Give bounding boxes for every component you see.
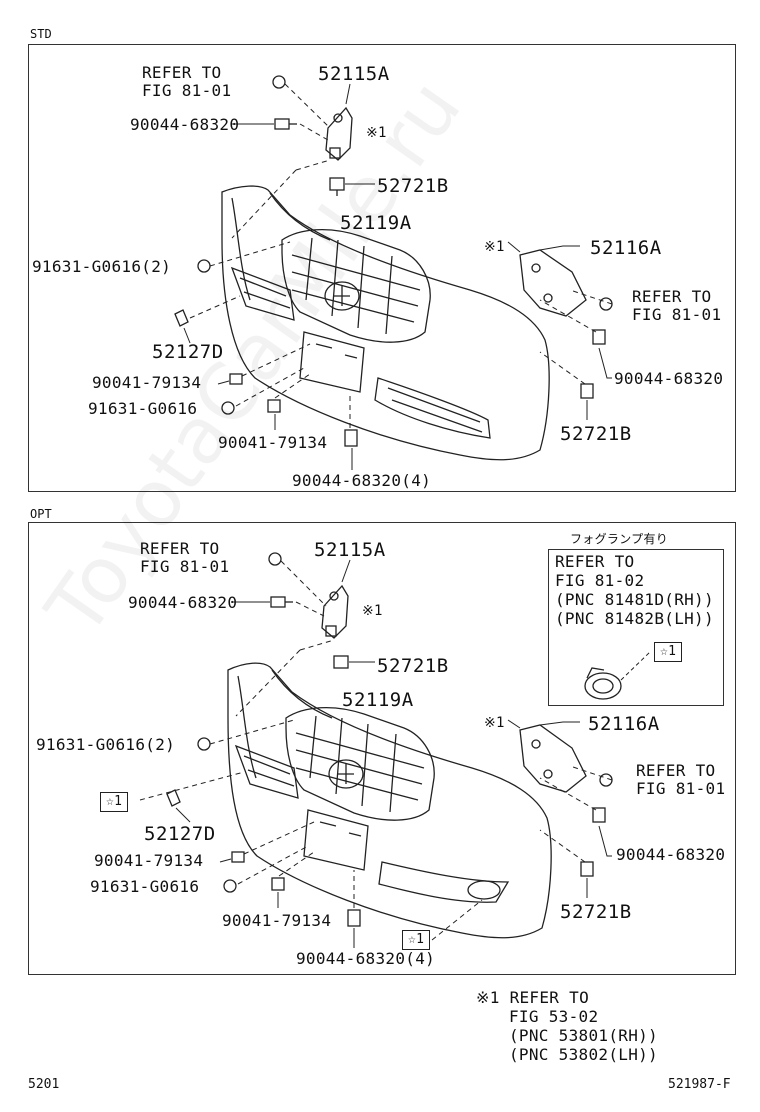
section-label-std: STD	[30, 27, 52, 41]
opt-clip-52127D	[166, 789, 181, 807]
fog-heading: フォグランプ有り	[570, 532, 669, 546]
std-clip-52721B-top	[329, 177, 345, 196]
opt-clip-52721B-top	[333, 655, 349, 669]
std-bolt-90044-4	[344, 429, 358, 447]
opt-clip-52721B-bottom	[580, 861, 594, 877]
footer-diagram-code: 521987-F	[668, 1077, 731, 1092]
opt-star-mark-bottom: ☆1	[402, 930, 431, 950]
fog-star-mark: ☆1	[654, 642, 683, 662]
opt-bolt-90044-4	[347, 909, 361, 927]
std-part-90044-68320-4: 90044-68320(4)	[292, 471, 432, 490]
std-clip-52127D	[174, 309, 189, 327]
opt-bracket-52115A	[321, 584, 349, 639]
std-nut-90041-b	[267, 399, 281, 413]
opt-bumper-drawing	[227, 662, 552, 939]
opt-part-52127D: 52127D	[144, 823, 216, 845]
std-part-90041-79134-a: 90041-79134	[92, 373, 202, 392]
opt-part-52721B-top: 52721B	[377, 655, 449, 677]
opt-part-90044-68320-4: 90044-68320(4)	[296, 949, 436, 968]
std-panel	[28, 44, 736, 492]
opt-nut-90041-b	[271, 877, 285, 891]
opt-part-52115A: 52115A	[314, 539, 386, 561]
opt-part-90044-68320-right: 90044-68320	[616, 845, 726, 864]
std-part-52116A: 52116A	[590, 237, 662, 259]
opt-part-90041-79134-a: 90041-79134	[94, 851, 204, 870]
std-part-90044-68320-top: 90044-68320	[130, 115, 240, 134]
std-clip-52721B-bottom	[580, 383, 594, 399]
opt-part-52119A: 52119A	[342, 689, 414, 711]
footer-page-number: 5201	[28, 1077, 60, 1092]
opt-nut-90041-a	[231, 851, 245, 863]
std-bumper-drawing	[221, 185, 550, 461]
opt-note-mark-right: ※1	[484, 715, 505, 731]
fog-lamp-drawing	[584, 651, 651, 700]
opt-bolt-90044-top	[270, 596, 293, 608]
std-part-52721B-top: 52721B	[377, 175, 449, 197]
opt-panel	[28, 522, 736, 975]
std-part-52115A: 52115A	[318, 63, 390, 85]
std-bracket-52116A	[519, 249, 587, 317]
opt-bolt-90044-right	[592, 807, 606, 823]
opt-part-90044-68320-top: 90044-68320	[128, 593, 238, 612]
fog-lamp-box	[548, 549, 724, 706]
std-part-52127D: 52127D	[152, 341, 224, 363]
std-part-52119A: 52119A	[340, 212, 412, 234]
opt-part-91631-G0616-2: 91631-G0616(2)	[36, 735, 176, 754]
std-part-52721B-bottom: 52721B	[560, 423, 632, 445]
opt-note-mark-top: ※1	[362, 603, 383, 619]
opt-star-mark-left: ☆1	[100, 792, 129, 812]
opt-part-52721B-bottom: 52721B	[560, 901, 632, 923]
std-part-91631-G0616: 91631-G0616	[88, 399, 198, 418]
std-bolt-90044-right	[592, 329, 606, 345]
std-part-90041-79134-b: 90041-79134	[218, 433, 328, 452]
opt-part-90041-79134-b: 90041-79134	[222, 911, 332, 930]
std-bolt-90044-top	[274, 118, 297, 130]
std-nut-90041-a	[229, 373, 243, 385]
section-label-opt: OPT	[30, 507, 52, 521]
std-note-mark-top: ※1	[366, 125, 387, 141]
std-note-mark-right: ※1	[484, 239, 505, 255]
std-part-91631-G0616-2: 91631-G0616(2)	[32, 257, 172, 276]
opt-part-91631-G0616: 91631-G0616	[90, 877, 200, 896]
opt-bracket-52116A	[519, 724, 587, 793]
std-bracket-52115A	[325, 106, 353, 161]
std-part-90044-68320-right: 90044-68320	[614, 369, 724, 388]
opt-part-52116A: 52116A	[588, 713, 660, 735]
